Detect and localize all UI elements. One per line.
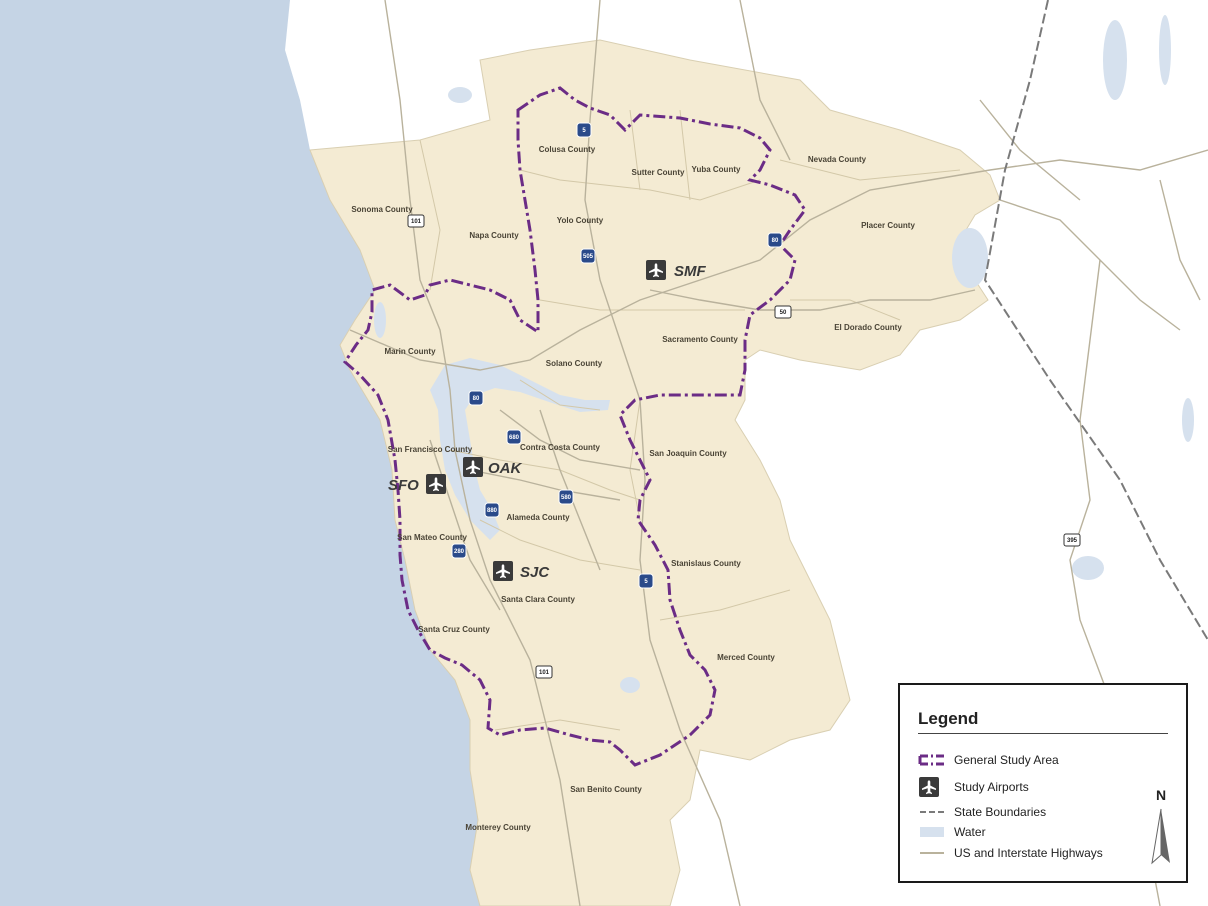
shield-i280: 280 bbox=[451, 543, 467, 559]
lake-ne bbox=[1159, 15, 1171, 85]
legend-item-study-area: General Study Area bbox=[918, 750, 1059, 770]
airplane-icon bbox=[918, 777, 946, 797]
county-labels: Sonoma County Napa County Colusa County … bbox=[351, 145, 915, 832]
north-label: N bbox=[1155, 787, 1167, 803]
shield-i80-bay: 80 bbox=[468, 390, 484, 406]
shield-us101-north: 101 bbox=[407, 214, 425, 228]
label-nevada: Nevada County bbox=[808, 155, 867, 164]
sf-bay-water bbox=[430, 358, 610, 540]
svg-text:OAK: OAK bbox=[488, 460, 523, 477]
label-marin: Marin County bbox=[384, 347, 436, 356]
legend-label: US and Interstate Highways bbox=[954, 846, 1103, 860]
svg-text:80: 80 bbox=[473, 396, 480, 402]
shield-i580: 580 bbox=[558, 489, 574, 505]
label-yolo: Yolo County bbox=[557, 216, 604, 225]
legend-item-water: Water bbox=[918, 822, 986, 842]
airport-smf[interactable]: SMF bbox=[646, 260, 707, 280]
legend-label: General Study Area bbox=[954, 753, 1059, 767]
svg-text:680: 680 bbox=[509, 435, 520, 441]
svg-text:580: 580 bbox=[561, 495, 572, 501]
svg-text:5: 5 bbox=[644, 579, 648, 585]
label-santa-clara: Santa Clara County bbox=[501, 595, 575, 604]
legend-label: State Boundaries bbox=[954, 805, 1047, 819]
label-stanislaus: Stanislaus County bbox=[671, 559, 741, 568]
label-merced: Merced County bbox=[717, 653, 775, 662]
legend-item-airports: Study Airports bbox=[918, 777, 1029, 797]
legend-title: Legend bbox=[918, 709, 979, 728]
label-el-dorado: El Dorado County bbox=[834, 323, 902, 332]
label-sonoma: Sonoma County bbox=[351, 205, 413, 214]
label-sacramento: Sacramento County bbox=[662, 335, 738, 344]
airplane-icon bbox=[646, 260, 666, 280]
legend-panel: Legend General Study Area Study Airports… bbox=[898, 683, 1188, 883]
highways bbox=[349, 0, 1208, 906]
north-arrow: N bbox=[1148, 787, 1174, 867]
label-san-joaquin: San Joaquin County bbox=[649, 449, 727, 458]
label-san-francisco: San Francisco County bbox=[388, 445, 473, 454]
highway-shields: 5 505 80 50 101 80 680 580 bbox=[407, 122, 1081, 679]
airplane-icon bbox=[493, 561, 513, 581]
airplane-icon bbox=[463, 457, 483, 477]
dash-dot-line-icon bbox=[918, 750, 946, 770]
label-sutter: Sutter County bbox=[632, 168, 685, 177]
study-area-boundary bbox=[343, 86, 807, 767]
shield-i680: 680 bbox=[506, 429, 522, 445]
label-san-benito: San Benito County bbox=[570, 785, 642, 794]
svg-text:505: 505 bbox=[583, 254, 594, 260]
lake-sanluis bbox=[620, 677, 640, 693]
svg-text:5: 5 bbox=[582, 128, 586, 134]
lake-nw bbox=[1103, 20, 1127, 100]
label-yuba: Yuba County bbox=[692, 165, 741, 174]
svg-text:395: 395 bbox=[1067, 538, 1078, 544]
shield-us50: 50 bbox=[774, 305, 792, 319]
label-napa: Napa County bbox=[469, 231, 519, 240]
solid-line-icon bbox=[918, 843, 946, 863]
legend-label: Study Airports bbox=[954, 780, 1029, 794]
water-swatch-icon bbox=[918, 822, 946, 842]
svg-text:SMF: SMF bbox=[674, 263, 707, 280]
shield-i5-north: 5 bbox=[576, 122, 592, 138]
shield-i80-east: 80 bbox=[767, 232, 783, 248]
airport-oak[interactable]: OAK bbox=[463, 457, 523, 477]
label-colusa: Colusa County bbox=[539, 145, 596, 154]
legend-item-state-boundaries: State Boundaries bbox=[918, 802, 1046, 822]
label-placer: Placer County bbox=[861, 221, 915, 230]
shield-i505: 505 bbox=[580, 248, 596, 264]
legend-divider bbox=[918, 733, 1168, 734]
label-solano: Solano County bbox=[546, 359, 603, 368]
shield-i880: 880 bbox=[484, 502, 500, 518]
label-san-mateo: San Mateo County bbox=[397, 533, 467, 542]
label-santa-cruz: Santa Cruz County bbox=[418, 625, 490, 634]
svg-text:50: 50 bbox=[780, 310, 787, 316]
airplane-icon bbox=[426, 474, 446, 494]
lake-clear bbox=[374, 302, 386, 338]
svg-text:880: 880 bbox=[487, 508, 498, 514]
legend-label: Water bbox=[954, 825, 986, 839]
county-boundaries bbox=[419, 109, 961, 731]
label-contra-costa: Contra Costa County bbox=[520, 443, 601, 452]
dashed-line-icon bbox=[918, 802, 946, 822]
airport-sjc[interactable]: SJC bbox=[493, 561, 550, 581]
lake-north bbox=[448, 87, 472, 103]
lake-mono bbox=[1072, 556, 1104, 580]
shield-us101-south: 101 bbox=[535, 665, 553, 679]
svg-text:101: 101 bbox=[411, 219, 422, 225]
lake-east bbox=[1182, 398, 1194, 442]
lake-tahoe bbox=[952, 228, 988, 288]
label-monterey: Monterey County bbox=[465, 823, 531, 832]
svg-text:280: 280 bbox=[454, 549, 465, 555]
svg-text:80: 80 bbox=[772, 238, 779, 244]
shield-i5-south: 5 bbox=[638, 573, 654, 589]
north-arrow-icon bbox=[1151, 808, 1170, 865]
svg-text:SJC: SJC bbox=[520, 564, 550, 581]
svg-text:101: 101 bbox=[539, 670, 550, 676]
svg-text:SFO: SFO bbox=[388, 477, 419, 494]
airport-sfo[interactable]: SFO bbox=[388, 474, 446, 494]
region-fill bbox=[309, 39, 1001, 906]
label-alameda: Alameda County bbox=[506, 513, 570, 522]
shield-us395: 395 bbox=[1063, 533, 1081, 547]
state-boundary-line bbox=[983, 0, 1208, 641]
legend-item-highways: US and Interstate Highways bbox=[918, 843, 1103, 863]
